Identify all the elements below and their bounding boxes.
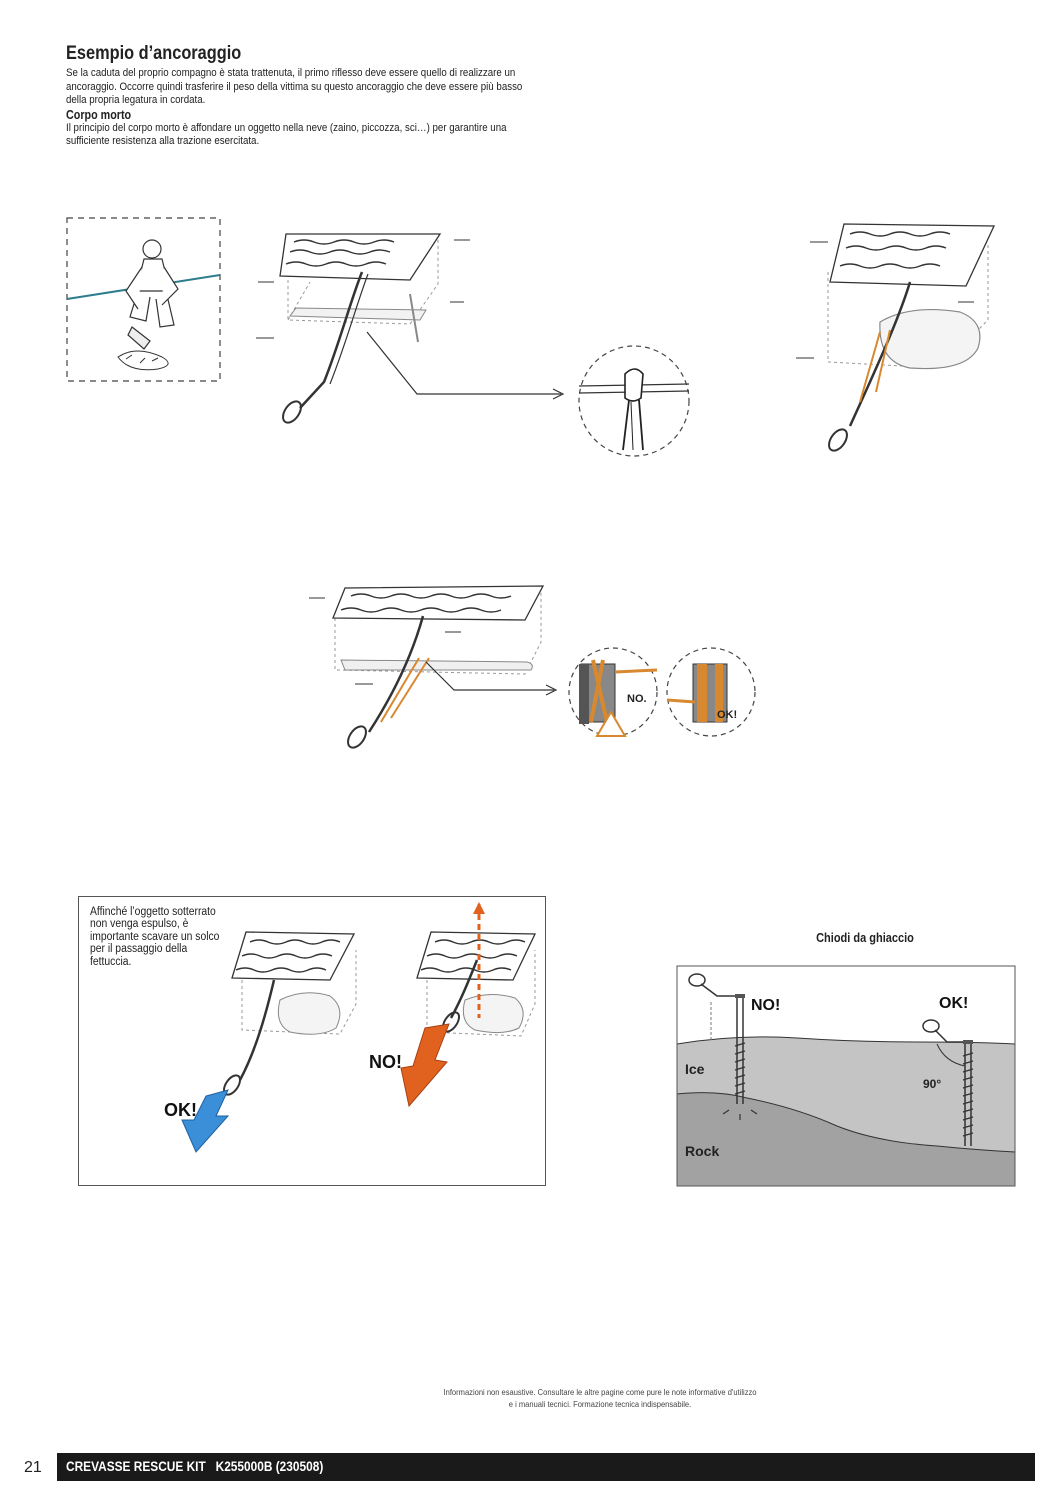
ski-detail-no-label: NO. xyxy=(627,693,647,705)
connector-arrow-1 xyxy=(366,331,565,400)
ice-ok-label: OK! xyxy=(939,995,968,1012)
ice-no-label: NO! xyxy=(751,997,780,1014)
figure-person-digging xyxy=(66,217,221,382)
trench-ok-label: OK! xyxy=(164,1100,197,1120)
rock-layer-label: Rock xyxy=(685,1143,719,1159)
trench-figure-box xyxy=(78,896,546,1186)
trench-caption: Affinché l’oggetto sotterrato non venga … xyxy=(90,906,220,968)
ice-layer-label: Ice xyxy=(685,1061,705,1077)
figure-ski-deadman xyxy=(309,585,545,749)
subsection-title: Corpo morto xyxy=(66,107,132,122)
figure-axe-deadman xyxy=(256,232,470,424)
intro-paragraph: Se la caduta del proprio compagno è stat… xyxy=(66,67,523,107)
footer-bar xyxy=(57,1453,1035,1481)
ski-detail-ok-label: OK! xyxy=(717,709,737,721)
figure-sling-detail xyxy=(578,345,690,457)
connector-arrow-2 xyxy=(425,661,558,696)
footer-note-line-1: Informazioni non esaustive. Consultare l… xyxy=(443,1387,757,1397)
footer-note: Informazioni non esaustive. Consultare l… xyxy=(406,1387,793,1410)
ice-angle-label: 90° xyxy=(923,1077,941,1091)
page-number: 21 xyxy=(24,1459,42,1476)
figure-ice-screws: NO! OK! 90° Ice Rock xyxy=(676,965,1016,1187)
subsection-paragraph: Il principio del corpo morto è affondare… xyxy=(66,121,507,148)
footer-note-line-2: e i manuali tecnici. Formazione tecnica … xyxy=(508,1398,692,1409)
footer-doc-title: CREVASSE RESCUE KIT K255000B (230508) xyxy=(66,1459,324,1474)
ice-screws-title: Chiodi da ghiaccio xyxy=(816,931,914,945)
figure-ski-detail-no: NO. xyxy=(568,647,658,737)
intro-section: Esempio d’ancoraggio Se la caduta del pr… xyxy=(66,43,539,149)
figure-ski-detail-ok: OK! xyxy=(666,647,756,737)
section-title: Esempio d’ancoraggio xyxy=(66,43,242,64)
trench-no-label: NO! xyxy=(369,1052,402,1072)
figure-trench-ok: OK! xyxy=(164,931,357,1153)
figure-trench-no: NO! xyxy=(369,902,537,1108)
figure-backpack-deadman xyxy=(796,223,996,452)
